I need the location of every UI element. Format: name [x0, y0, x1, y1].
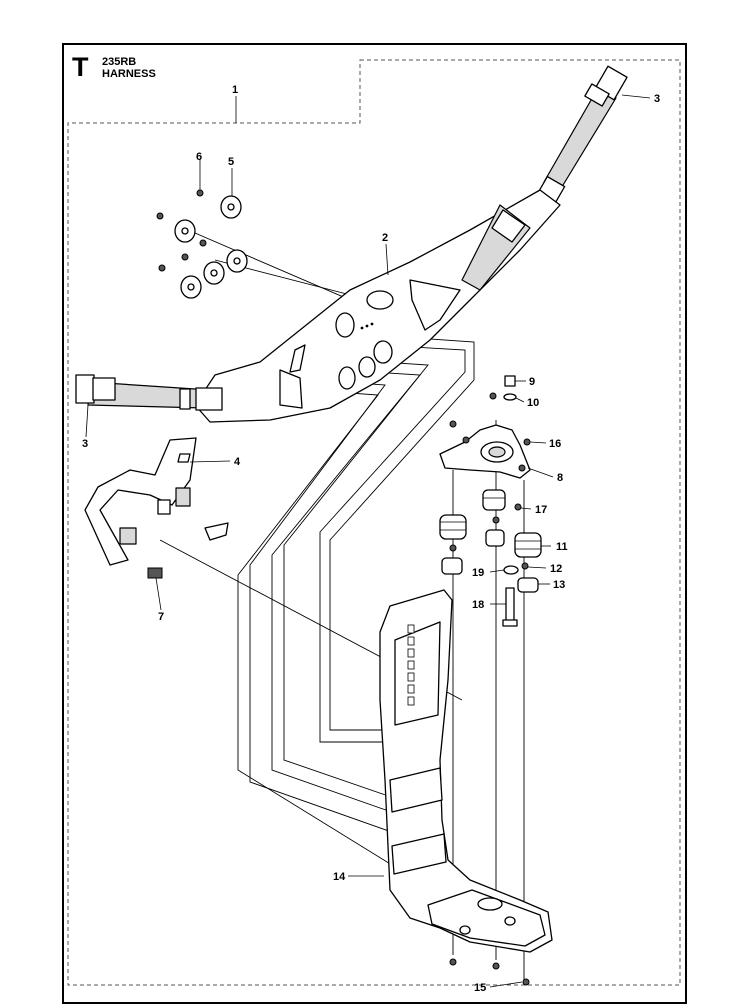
frame — [379, 589, 553, 953]
assembly-boundary — [67, 59, 681, 986]
callout-leaders — [85, 94, 651, 988]
section-letter: T — [72, 52, 89, 82]
diagram-title: HARNESS — [102, 68, 156, 80]
callout-6: 6 — [196, 151, 202, 163]
model-number: 235RB — [102, 56, 137, 68]
bottom-screws — [449, 958, 530, 986]
callout-4: 4 — [234, 456, 241, 468]
callout-17: 17 — [535, 504, 547, 516]
top-mount — [439, 424, 531, 479]
callout-14: 14 — [333, 871, 346, 883]
callout-16: 16 — [549, 438, 561, 450]
dampers — [439, 489, 542, 593]
harness-pad — [194, 189, 561, 423]
callout-1: 1 — [232, 84, 238, 96]
callout-9: 9 — [529, 376, 535, 388]
callout-7: 7 — [158, 611, 164, 623]
bolt — [502, 587, 518, 627]
callout-11: 11 — [556, 541, 568, 553]
callout-2: 2 — [382, 232, 388, 244]
callout-10: 10 — [527, 397, 539, 409]
back-bracket — [84, 437, 229, 579]
strap-left — [75, 374, 223, 411]
washers-screws — [156, 189, 248, 299]
outer-border — [62, 43, 687, 1004]
strap-top — [534, 65, 628, 209]
callout-5: 5 — [228, 156, 234, 168]
callout-3-top: 3 — [654, 93, 660, 105]
callout-3-left: 3 — [82, 438, 88, 450]
callout-numbers: 1 2 3 3 4 5 6 7 8 9 10 11 12 13 14 15 16… — [82, 84, 660, 994]
callout-12: 12 — [550, 563, 562, 575]
callout-15: 15 — [474, 982, 486, 994]
callout-13: 13 — [553, 579, 565, 591]
callout-18: 18 — [472, 599, 484, 611]
callout-8: 8 — [557, 472, 563, 484]
callout-19: 19 — [472, 567, 484, 579]
